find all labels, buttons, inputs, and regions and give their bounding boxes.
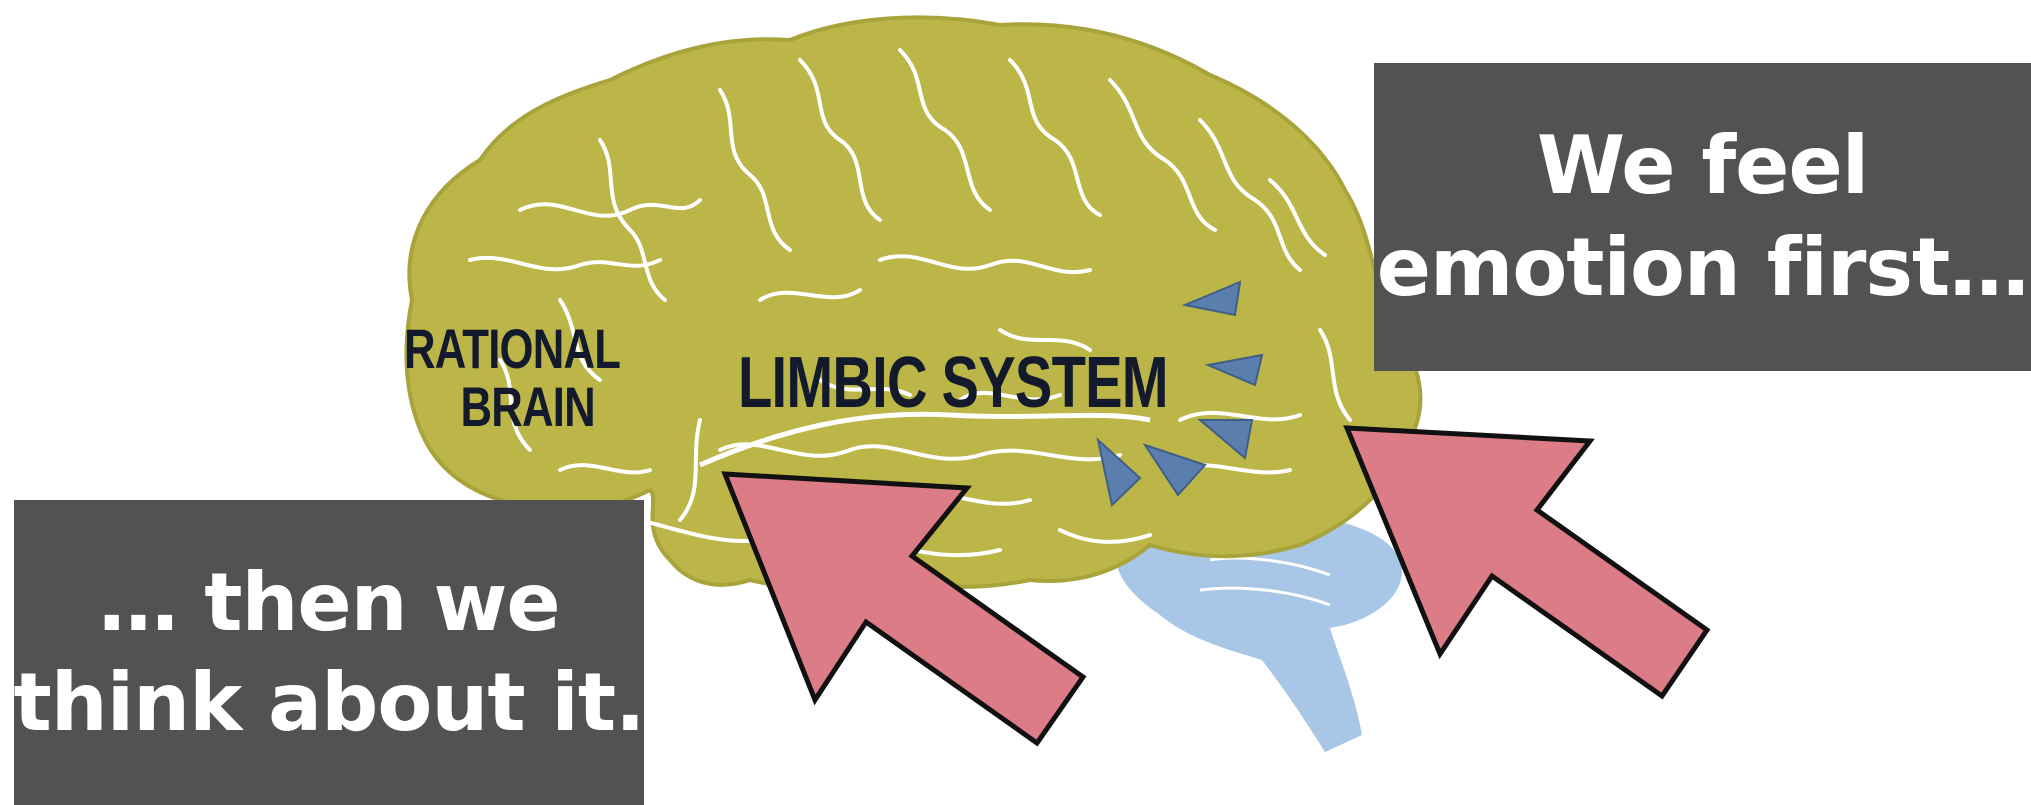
callout-top-line-2: emotion first… (1377, 217, 2029, 319)
rational-label-line-2: BRAIN (404, 378, 620, 436)
rational-brain-label: RATIONAL BRAIN (404, 320, 620, 436)
callout-top-line-1: We feel (1537, 115, 1868, 217)
rational-label-line-1: RATIONAL (404, 320, 620, 378)
limbic-system-label: LIMBIC SYSTEM (738, 345, 1168, 421)
callout-think-about-it: … then we think about it. (14, 500, 644, 805)
callout-emotion-first: We feel emotion first… (1374, 63, 2031, 371)
arrow-icon (1347, 428, 1707, 696)
callout-bottom-line-2: think about it. (14, 653, 645, 753)
callout-bottom-line-1: … then we (98, 553, 559, 653)
